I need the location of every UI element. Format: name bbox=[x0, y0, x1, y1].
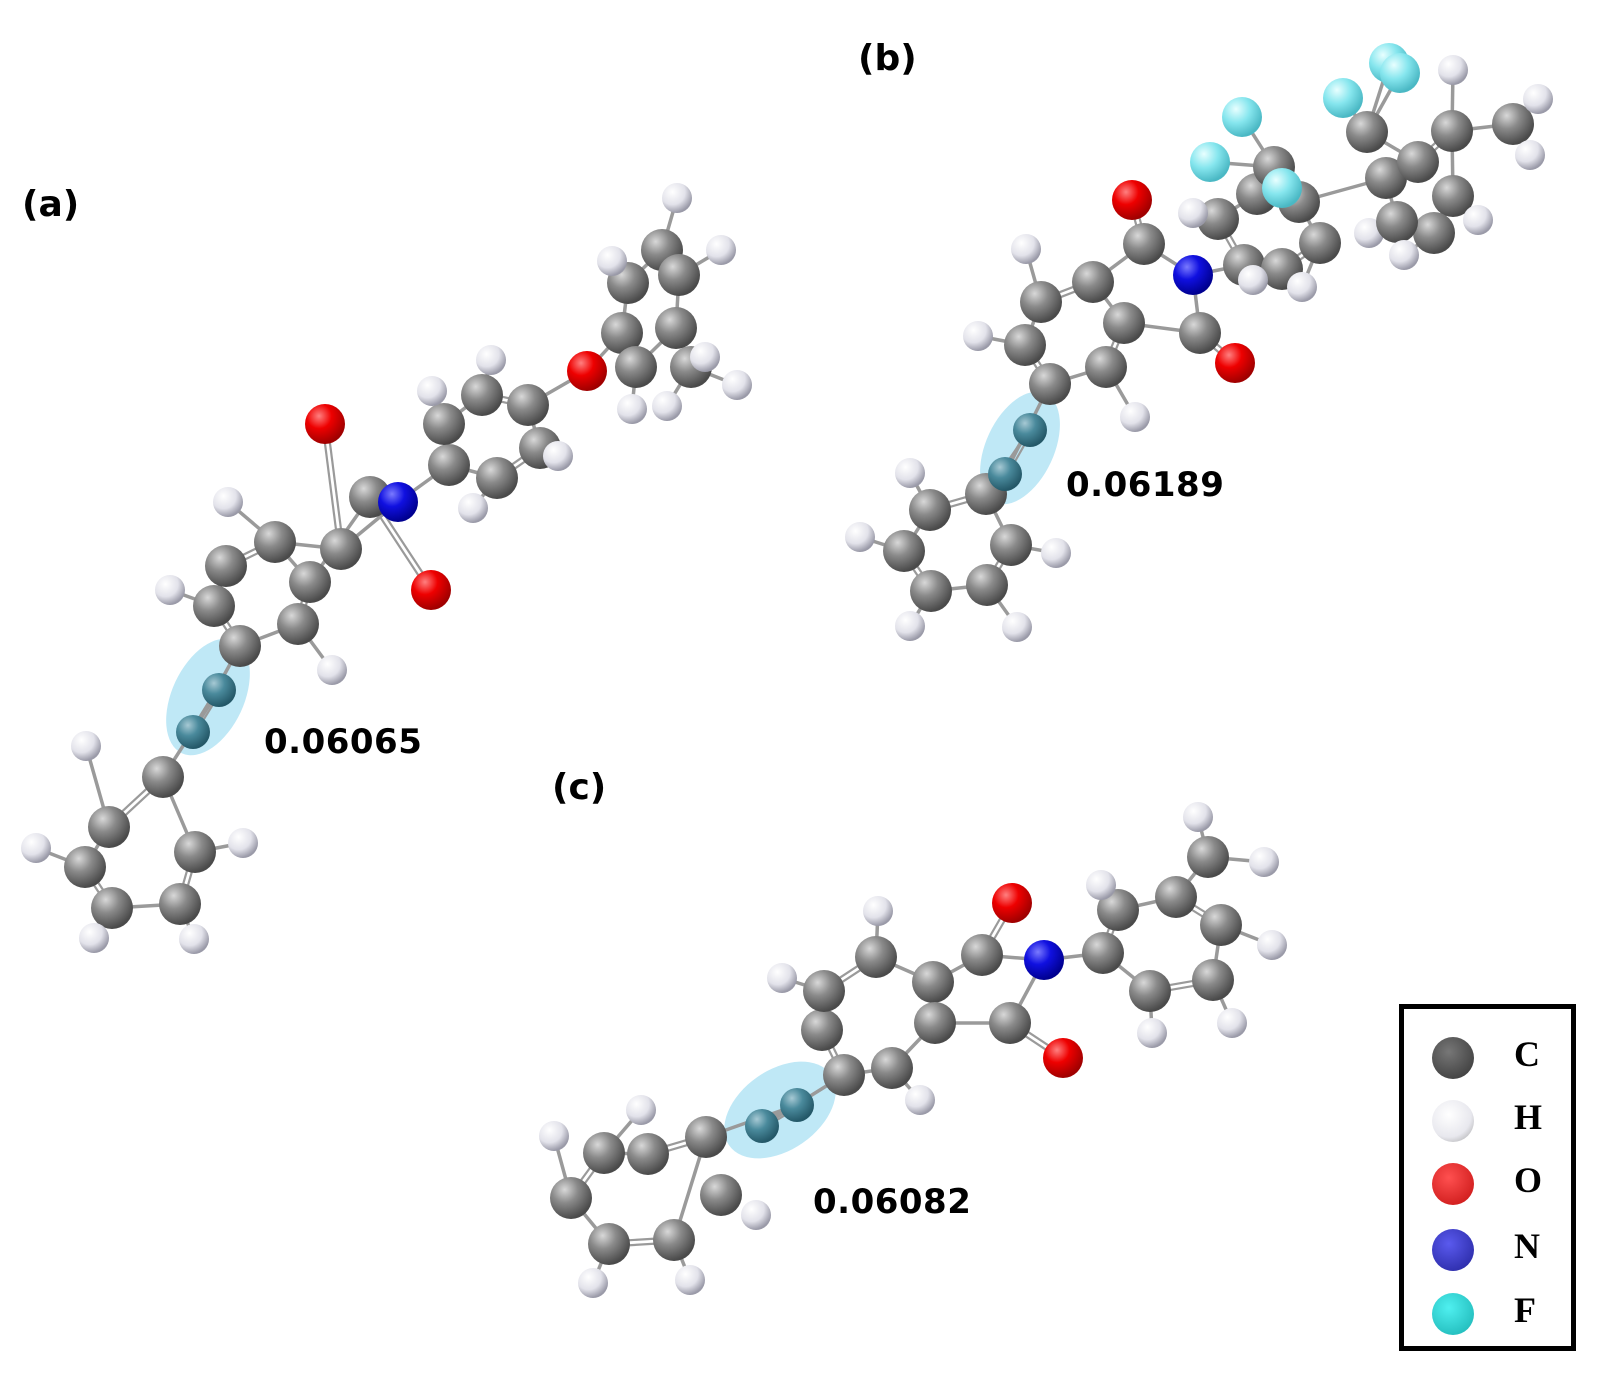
nitrogen-ball-icon bbox=[1432, 1229, 1474, 1271]
hydrogen-ball-icon bbox=[1432, 1100, 1474, 1142]
legend-item-carbon: C bbox=[1404, 1029, 1571, 1089]
legend-symbol: N bbox=[1514, 1226, 1540, 1266]
atoms bbox=[21, 43, 1553, 1298]
legend-item-oxygen: O bbox=[1404, 1155, 1571, 1215]
fluorine-ball-icon bbox=[1432, 1293, 1474, 1335]
legend-item-nitrogen: N bbox=[1404, 1221, 1571, 1281]
legend-symbol: C bbox=[1514, 1034, 1540, 1074]
panel-label-b: (b) bbox=[858, 38, 917, 79]
oxygen-ball-icon bbox=[1432, 1163, 1474, 1205]
bond-value-b: 0.06189 bbox=[1066, 465, 1225, 505]
legend-item-fluorine: F bbox=[1404, 1285, 1571, 1345]
panel-label-a: (a) bbox=[22, 184, 80, 225]
carbon-ball-icon bbox=[1432, 1037, 1474, 1079]
element-legend: C H O N F bbox=[1399, 1004, 1576, 1351]
legend-item-hydrogen: H bbox=[1404, 1092, 1571, 1152]
bond-value-c: 0.06082 bbox=[813, 1182, 972, 1222]
panel-label-c: (c) bbox=[552, 767, 607, 808]
legend-symbol: H bbox=[1514, 1097, 1543, 1137]
legend-symbol: F bbox=[1514, 1290, 1536, 1330]
bond-value-a: 0.06065 bbox=[264, 722, 423, 762]
legend-symbol: O bbox=[1514, 1160, 1543, 1200]
